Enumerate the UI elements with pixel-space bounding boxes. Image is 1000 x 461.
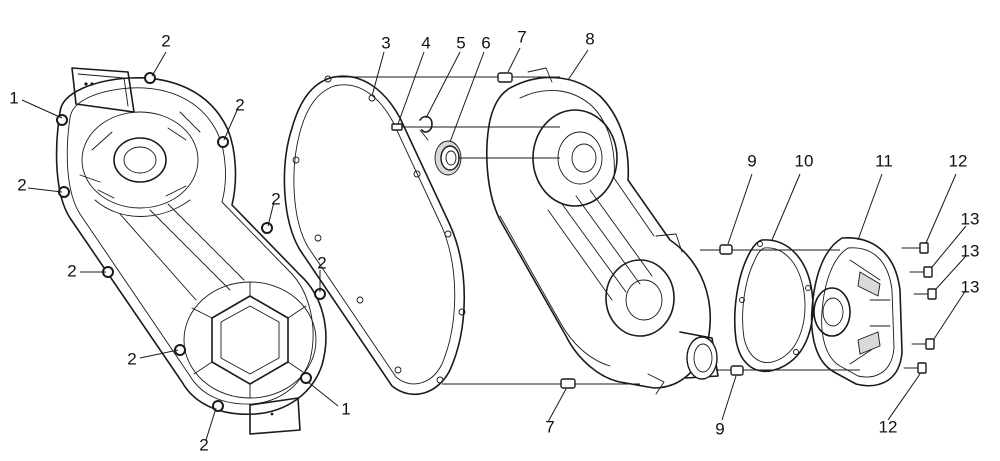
callout-6: 6 [481, 33, 490, 52]
callout-1-upper: 1 [9, 88, 18, 107]
callout-12-bottom: 12 [879, 417, 898, 436]
callout-13-bottom: 13 [961, 277, 980, 296]
callout-2-lower-left: 2 [127, 349, 136, 368]
callout-leaders [21, 47, 967, 441]
callout-2-upper-right: 2 [235, 95, 244, 114]
outer-cover-part [55, 67, 327, 435]
large-gasket-part [283, 75, 466, 396]
alignment-lines [332, 76, 860, 385]
small-parts-group [391, 72, 576, 389]
callout-2-mid-left: 2 [67, 261, 76, 280]
callout-10: 10 [795, 151, 814, 170]
callout-labels: 1 1 2 2 2 2 2 2 2 2 3 4 5 6 7 8 7 9 10 1… [9, 27, 979, 454]
callout-13-middle: 13 [961, 241, 980, 260]
callout-4: 4 [421, 33, 430, 52]
callout-13-top: 13 [961, 209, 980, 228]
callout-9-top: 9 [747, 151, 756, 170]
callout-7-bottom: 7 [545, 417, 554, 436]
inner-housing-part [486, 67, 719, 395]
callout-11: 11 [875, 151, 893, 170]
bearing-cover-part [810, 237, 903, 387]
callout-12-top: 12 [949, 151, 968, 170]
callout-8: 8 [585, 29, 594, 48]
callout-3: 3 [381, 33, 390, 52]
cover-gasket-part [719, 239, 814, 376]
callout-7-top: 7 [517, 27, 526, 46]
callout-9-bottom: 9 [715, 419, 724, 438]
callout-2-mid-right: 2 [271, 189, 280, 208]
callout-2-left: 2 [17, 175, 26, 194]
callout-1-lower: 1 [341, 399, 350, 418]
callout-2-top: 2 [161, 31, 170, 50]
callout-2-bottom: 2 [199, 435, 208, 454]
callout-2-right: 2 [317, 253, 326, 272]
cover-bolts-group [901, 242, 937, 374]
callout-5: 5 [456, 33, 465, 52]
